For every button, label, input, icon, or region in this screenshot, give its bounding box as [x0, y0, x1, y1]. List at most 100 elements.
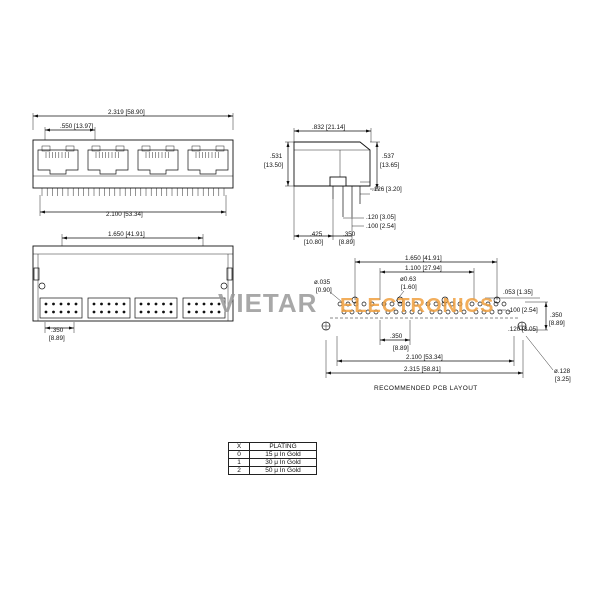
dim-top-port-pitch: .550 [13.97]	[60, 123, 94, 130]
led-window	[191, 145, 201, 152]
dim-top-pin-span: 2.100 [53.34]	[106, 211, 143, 218]
pin-hole	[505, 309, 511, 315]
pin-dot	[217, 302, 221, 306]
pin-hole	[341, 309, 347, 315]
pin-dot	[107, 310, 111, 314]
pin-dot	[147, 302, 150, 306]
pin-dot	[147, 310, 150, 314]
pin-dot	[202, 302, 206, 306]
pcb-layout: 1.650 [41.91] 1.100 [27.94] ø.035 [0.90]…	[314, 255, 571, 392]
top-view: 2.319 [58.90] .550 [13.97] 2.100 [53.34]	[32, 109, 234, 218]
pin-dot	[169, 310, 173, 314]
pin-hole	[357, 309, 363, 315]
led-hole	[493, 296, 501, 304]
pin-dot	[115, 302, 118, 306]
pin-dot	[122, 310, 126, 314]
pin-hole	[425, 301, 431, 307]
pin-hole	[345, 301, 351, 307]
front-view: 1.650 [41.91] .350 [8.89]	[32, 231, 234, 342]
dim-pcb-right-v-mm: [8.89]	[549, 320, 565, 327]
dim-pcb-post-hole-mm: [3.25]	[555, 376, 571, 383]
pin-dot	[187, 302, 191, 306]
dim-top-overall: 2.319 [58.90]	[108, 109, 145, 116]
pin-hole	[349, 309, 355, 315]
led-window	[91, 145, 101, 152]
pin-hole	[353, 301, 359, 307]
dim-front-pitch: .350	[51, 327, 64, 334]
dim-pcb-row-offset: .053 [1.35]	[503, 289, 533, 296]
pin-hole	[453, 309, 459, 315]
rj45-port-outline	[37, 149, 79, 175]
dim-pcb-span2: 1.100 [27.94]	[405, 265, 442, 272]
pin-hole	[437, 309, 443, 315]
row-x: 0	[228, 450, 250, 459]
pin-hole	[393, 309, 399, 315]
pin-hole	[365, 309, 371, 315]
table-row: 0 15 μ In Gold	[228, 450, 317, 459]
dim-side-a-mm: [10.80]	[304, 239, 324, 246]
led-window	[65, 145, 75, 152]
rj45-port-outline	[87, 149, 129, 175]
pin-dot	[139, 310, 143, 314]
dim-side-depth: .832 [21.14]	[312, 124, 346, 131]
plating-table: X PLATING 0 15 μ In Gold 1 30 μ In Gold …	[228, 442, 317, 475]
pin-hole	[389, 301, 395, 307]
pin-hole	[397, 301, 403, 307]
pin-dot	[52, 310, 55, 314]
dim-front-pitch-mm: [8.89]	[49, 335, 65, 342]
pin-block	[39, 297, 83, 319]
dim-pcb-center-mm: [8.89]	[393, 345, 409, 352]
pin-hole	[449, 301, 455, 307]
pin-hole	[489, 309, 495, 315]
pin-hole	[501, 301, 507, 307]
pin-hole	[401, 309, 407, 315]
pin-hole	[413, 301, 419, 307]
dim-side-height-right: .537	[382, 153, 395, 160]
pin-hole	[361, 301, 367, 307]
dim-pcb-row-pitch: .100 [2.54]	[508, 307, 538, 314]
row-x: 2	[228, 466, 250, 475]
dim-pcb-bottom-offset: .120 [3.05]	[508, 326, 538, 333]
pin-dot	[162, 302, 165, 306]
pin-dot	[100, 302, 103, 306]
pin-hole	[385, 309, 391, 315]
row-plating: 30 μ In Gold	[249, 458, 317, 467]
header-plating: PLATING	[249, 442, 317, 451]
led-window	[215, 145, 225, 152]
pin-block	[182, 297, 226, 319]
pin-dot	[44, 310, 48, 314]
header-x: X	[228, 442, 250, 451]
pin-hole	[441, 301, 447, 307]
pin-hole	[337, 301, 343, 307]
pin-dot	[217, 310, 221, 314]
pin-dot	[92, 310, 96, 314]
dim-pcb-right-v: .350	[550, 312, 563, 319]
pin-hole	[469, 301, 475, 307]
dim-pcb-hole-mid-mm: [1.60]	[401, 284, 417, 291]
led-window	[165, 145, 175, 152]
dim-pcb-span1: 1.650 [41.91]	[405, 255, 442, 262]
pin-dot	[210, 302, 213, 306]
pin-dot	[44, 302, 48, 306]
watermark: VIETAR ELECTRONICS	[218, 288, 493, 318]
plating-table-header: X PLATING	[228, 442, 317, 451]
rj45-port-outline	[187, 149, 229, 175]
pin-dot	[67, 310, 70, 314]
side-view: .832 [21.14] .531 [13.50] .537 [13.65] .…	[264, 124, 402, 246]
pin-hole	[417, 309, 423, 315]
dim-pcb-hole-mid: ø0.63	[400, 276, 417, 283]
pin-hole	[457, 301, 463, 307]
led-hole	[441, 296, 449, 304]
pin-dot	[169, 302, 173, 306]
pin-hole	[381, 301, 387, 307]
pin-dot	[195, 310, 198, 314]
pin-hole	[497, 309, 503, 315]
pin-dot	[154, 302, 158, 306]
dim-side-pin-gap: .100 [2.54]	[366, 223, 396, 230]
watermark-left: VIETAR	[218, 288, 317, 318]
pcb-layout-caption: RECOMMENDED PCB LAYOUT	[374, 385, 478, 392]
pin-dot	[74, 302, 78, 306]
dim-front-span: 1.650 [41.91]	[108, 231, 145, 238]
pin-dot	[67, 302, 70, 306]
